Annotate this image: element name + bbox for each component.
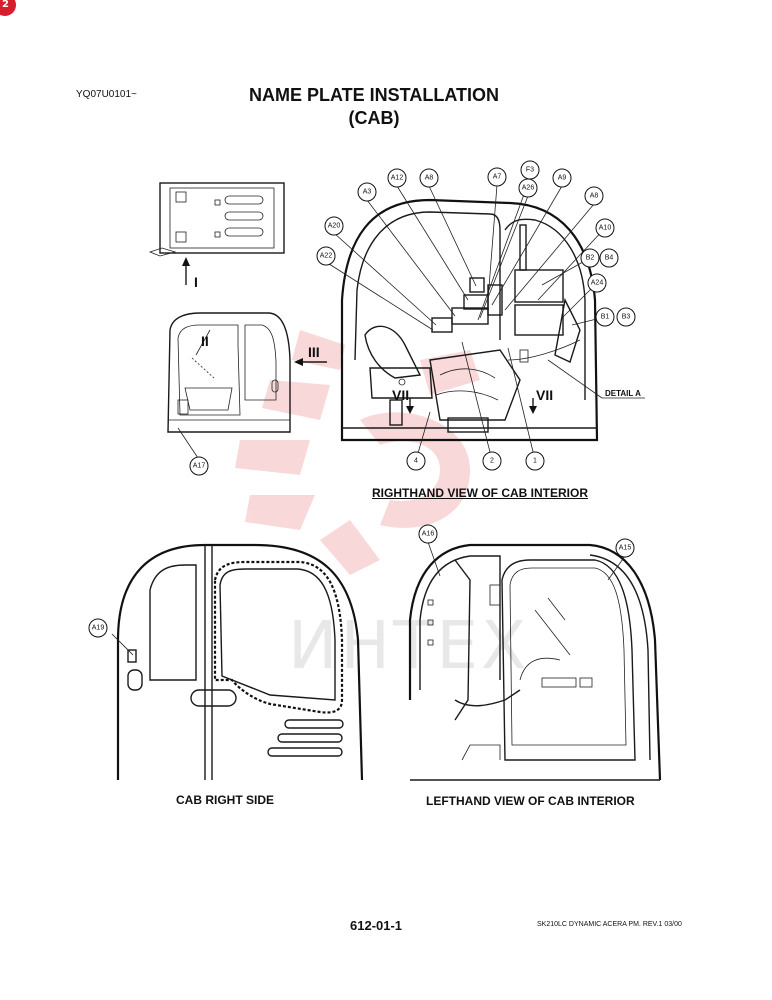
callout-A22: A22 xyxy=(316,246,336,266)
callout-A17: A17 xyxy=(189,456,209,476)
view-marker-II: II xyxy=(201,333,209,349)
callout-B4: B4 xyxy=(599,248,619,268)
watermark-text: ИНТЕХ xyxy=(288,607,529,684)
callout-A15: A15 xyxy=(615,538,635,558)
page-badge: 2 xyxy=(0,0,16,16)
callout-A10: A10 xyxy=(595,218,615,238)
callout-B1: B1 xyxy=(595,307,615,327)
caption-cab-right-side: CAB RIGHT SIDE xyxy=(176,793,275,807)
svg-text:A19: A19 xyxy=(92,625,105,632)
svg-text:B2: B2 xyxy=(586,255,595,262)
view-marker-VII-right: VII xyxy=(536,387,553,403)
svg-text:A8: A8 xyxy=(590,193,599,200)
cab-top-view: I xyxy=(148,182,285,290)
callout-A9: A9 xyxy=(552,168,572,188)
callout-B3: B3 xyxy=(616,307,636,327)
svg-text:A10: A10 xyxy=(599,225,612,232)
svg-text:A3: A3 xyxy=(363,189,372,196)
svg-text:F3: F3 xyxy=(526,167,534,174)
callout-A19: A19 xyxy=(88,618,108,638)
svg-text:A26: A26 xyxy=(522,185,535,192)
svg-text:A17: A17 xyxy=(193,463,206,470)
caption-righthand-view: RIGHTHAND VIEW OF CAB INTERIOR xyxy=(372,486,588,500)
callout-A8: A8 xyxy=(419,168,439,188)
detail-a-label: DETAIL A xyxy=(605,389,641,398)
callout-A26: A26 xyxy=(518,178,538,198)
callout-A3: A3 xyxy=(357,182,377,202)
righthand-leader-lines xyxy=(325,177,606,461)
page-subtitle: (CAB) xyxy=(348,108,400,128)
svg-text:A20: A20 xyxy=(328,223,341,230)
callout-F3: F3 xyxy=(520,160,540,180)
callout-2: 2 xyxy=(482,451,502,471)
svg-text:2: 2 xyxy=(490,458,494,465)
watermark-logo: ИНТЕХ xyxy=(235,330,529,684)
document-code: YQ07U0101~ xyxy=(76,89,137,100)
view-marker-III: III xyxy=(308,344,320,360)
svg-text:A24: A24 xyxy=(591,280,604,287)
callout-A24: A24 xyxy=(587,273,607,293)
page-badge-number: 2 xyxy=(2,0,9,10)
callout-A8-right: A8 xyxy=(584,186,604,206)
view-marker-VII-left: VII xyxy=(392,387,409,403)
callout-4: 4 xyxy=(406,451,426,471)
cab-side-view: II III xyxy=(167,312,327,459)
svg-text:A9: A9 xyxy=(558,175,567,182)
cab-right-side-view xyxy=(111,543,364,781)
callout-A16: A16 xyxy=(418,524,438,544)
callout-A20: A20 xyxy=(324,216,344,236)
svg-text:A22: A22 xyxy=(320,253,333,260)
svg-text:1: 1 xyxy=(533,458,537,465)
view-marker-I: I xyxy=(194,274,198,290)
callout-A7: A7 xyxy=(487,167,507,187)
lefthand-interior-view xyxy=(408,541,662,781)
svg-text:A8: A8 xyxy=(425,175,434,182)
callout-A12: A12 xyxy=(387,168,407,188)
page-number: 612-01-1 xyxy=(350,918,403,933)
svg-text:A15: A15 xyxy=(619,545,632,552)
callout-group: A3 A12 A8 A7 F3 A26 A9 A8 A10 B2 B4 A24 … xyxy=(88,160,636,638)
callout-B2: B2 xyxy=(580,248,600,268)
page-title: NAME PLATE INSTALLATION xyxy=(249,85,499,105)
svg-text:A7: A7 xyxy=(493,174,502,181)
svg-text:B4: B4 xyxy=(605,255,614,262)
caption-lefthand-view: LEFTHAND VIEW OF CAB INTERIOR xyxy=(426,794,635,808)
svg-text:B1: B1 xyxy=(601,314,610,321)
callout-1: 1 xyxy=(525,451,545,471)
svg-text:4: 4 xyxy=(414,458,418,465)
svg-text:A16: A16 xyxy=(422,531,435,538)
revision-note: SK210LC DYNAMIC ACERA PM. REV.1 03/00 xyxy=(537,921,682,928)
svg-text:A12: A12 xyxy=(391,175,404,182)
svg-text:B3: B3 xyxy=(622,314,631,321)
